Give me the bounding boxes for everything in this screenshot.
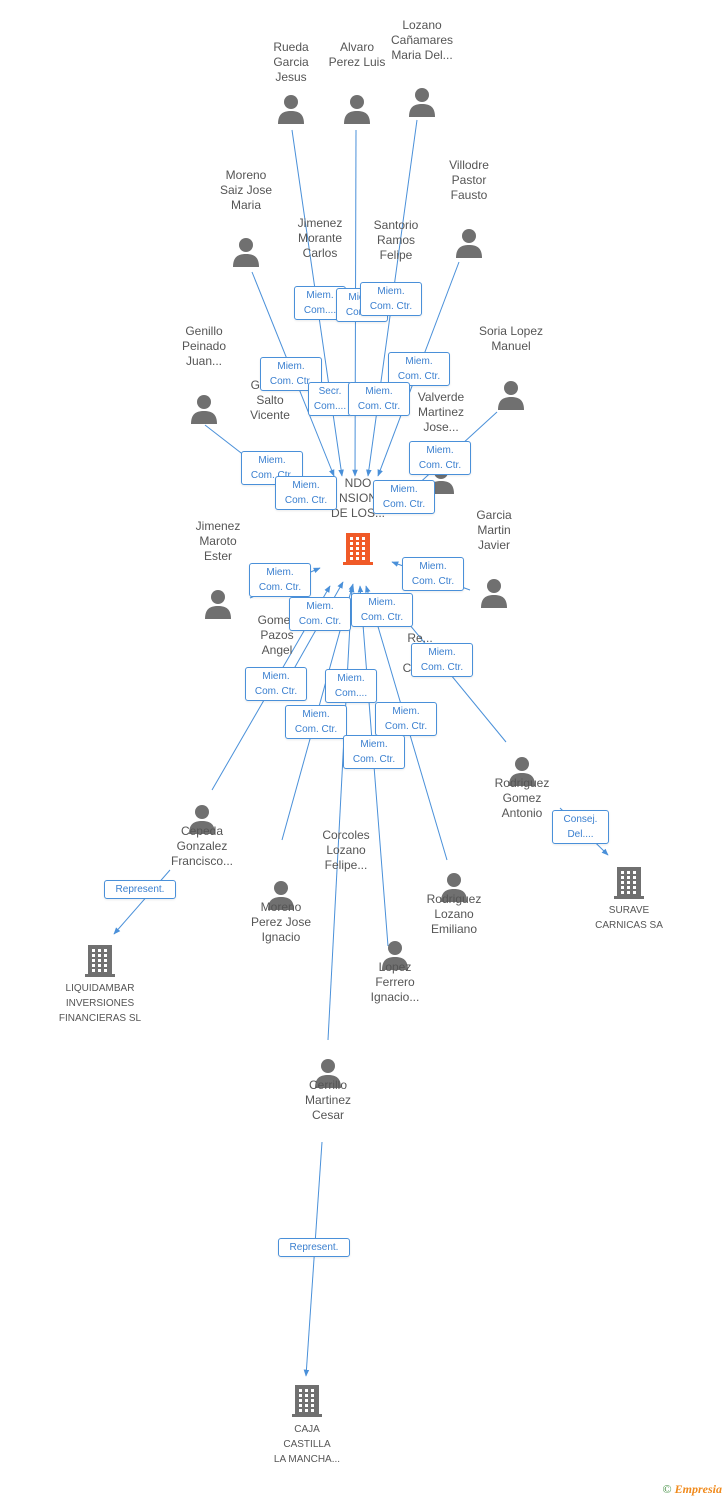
person-name: Jimenez Morante Carlos <box>297 216 343 260</box>
company-building-icon[interactable] <box>614 865 644 904</box>
person-icon[interactable] <box>440 872 468 907</box>
person-name: Corcoles Lozano Felipe... <box>322 828 370 872</box>
person-label[interactable]: Rueda Garcia Jesus <box>236 40 346 85</box>
role-badge-miembro[interactable]: Miem. Com. Ctr. <box>241 451 303 485</box>
person-name: Jimenez Maroto Ester <box>195 519 241 563</box>
person-icon[interactable] <box>188 804 216 839</box>
person-label[interactable]: Santorio Ramos Felipe <box>341 218 451 263</box>
person-label[interactable]: Rodriguez Gomez Antonio <box>467 776 577 821</box>
role-badge-miembro[interactable]: Miem. Com. Ctr. <box>348 382 410 416</box>
person-icon[interactable] <box>455 228 483 263</box>
person-label[interactable]: Lozano Cañamares Maria Del... <box>367 18 477 63</box>
person-label[interactable]: Soria Lopez Manuel <box>456 324 566 354</box>
person-name: Rueda Garcia Jesus <box>273 40 309 84</box>
role-badge-miembro[interactable]: Miem. Com. Ctr. <box>351 593 413 627</box>
person-name: Genillo Peinado Juan... <box>181 324 227 368</box>
role-badge-miembro[interactable]: Miem. Com. Ctr. <box>289 597 351 631</box>
person-icon[interactable] <box>232 237 260 272</box>
brand-name: Empresia <box>674 1482 722 1496</box>
role-badge-miembro[interactable]: Miem. Com. Ctr. <box>249 563 311 597</box>
company-label-liquidambar[interactable]: LIQUIDAMBAR INVERSIONES FINANCIERAS SL <box>40 981 160 1026</box>
person-name: Rodriguez Lozano Emiliano <box>426 892 482 936</box>
person-name: Moreno Saiz Jose Maria <box>219 168 273 212</box>
edge-line <box>303 1141 323 1377</box>
person-label[interactable]: Villodre Pastor Fausto <box>414 158 524 203</box>
person-name: Moreno Perez Jose Ignacio <box>250 900 312 944</box>
center-company-icon[interactable] <box>343 531 373 570</box>
company-label-surave[interactable]: SURAVE CARNICAS SA <box>569 903 689 933</box>
person-label[interactable]: Genillo Peinado Juan... <box>149 324 259 369</box>
person-label[interactable]: Valverde Martinez Jose... <box>386 390 496 435</box>
person-name: Villodre Pastor Fausto <box>449 158 489 202</box>
person-label[interactable]: Rodriguez Lozano Emiliano <box>399 892 509 937</box>
person-icon[interactable] <box>381 940 409 975</box>
person-icon[interactable] <box>508 756 536 791</box>
person-icon[interactable] <box>190 394 218 429</box>
role-badge-miembro[interactable]: Miem. Com. Ctr. <box>245 667 307 701</box>
company-name: CAJA CASTILLA LA MANCHA... <box>273 1424 341 1465</box>
person-name: Lopez Ferrero Ignacio... <box>370 960 420 1004</box>
company-name: LIQUIDAMBAR INVERSIONES FINANCIERAS SL <box>58 983 142 1024</box>
person-name: Cepeda Gonzalez Francisco... <box>170 824 233 868</box>
role-badge-miembro[interactable]: Miem. Com. Ctr. <box>375 702 437 736</box>
company-name: SURAVE CARNICAS SA <box>595 905 663 931</box>
role-badge-miembro[interactable]: Miem. Com. Ctr. <box>285 705 347 739</box>
person-name: Valverde Martinez Jose... <box>417 390 465 434</box>
person-label[interactable]: Cerrillo Martinez Cesar <box>273 1078 383 1123</box>
person-icon[interactable] <box>314 1058 342 1093</box>
person-name: Lozano Cañamares Maria Del... <box>390 18 454 62</box>
person-icon[interactable] <box>277 94 305 129</box>
person-icon[interactable] <box>267 880 295 915</box>
person-name: Cerrillo Martinez Cesar <box>304 1078 351 1122</box>
copyright-symbol: © <box>662 1482 672 1496</box>
person-icon[interactable] <box>408 87 436 122</box>
person-label[interactable]: Cepeda Gonzalez Francisco... <box>147 824 257 869</box>
role-badge-miembro[interactable]: Miem. Com. Ctr. <box>275 476 337 510</box>
person-label[interactable]: Gomez Pazos Angel <box>222 613 332 658</box>
company-building-icon[interactable] <box>85 943 115 982</box>
person-name: Gomez Pazos Angel <box>257 613 297 657</box>
company-label-caja[interactable]: CAJA CASTILLA LA MANCHA... <box>247 1422 367 1467</box>
person-label[interactable]: Moreno Saiz Jose Maria <box>191 168 301 213</box>
person-name: Alvaro Perez Luis <box>328 40 386 69</box>
person-label[interactable]: Garcia Martin Javier <box>439 508 549 553</box>
role-badge-miembro[interactable]: Miem. Com. Ctr. <box>409 441 471 475</box>
person-name: Santorio Ramos Felipe <box>373 218 419 262</box>
role-badge-miembro[interactable]: Miem. Com. Ctr. <box>402 557 464 591</box>
role-badge-miembro[interactable]: Miem. Com.... <box>325 669 377 703</box>
empresia-logo: © Empresia <box>663 1482 722 1497</box>
role-badge-miembro[interactable]: Miem. Com. Ctr. <box>388 352 450 386</box>
person-icon[interactable] <box>480 578 508 613</box>
role-badge-consejero[interactable]: Consej. Del.... <box>552 810 609 844</box>
person-label[interactable]: Alvaro Perez Luis <box>302 40 412 70</box>
person-label[interactable]: Jimenez Morante Carlos <box>265 216 375 261</box>
role-badge-miembro[interactable]: Miem. Com. Ctr. <box>343 735 405 769</box>
role-badge-secretario[interactable]: Secr. Com.... <box>308 382 352 416</box>
role-badge-miembro[interactable]: Miem. Com. Ctr. <box>411 643 473 677</box>
person-name: Garcia Martin Javier <box>476 508 512 552</box>
role-badge-miembro[interactable]: Miem. Com. Ctr. <box>360 282 422 316</box>
role-badge-represent[interactable]: Represent. <box>104 880 176 899</box>
person-label[interactable]: Lopez Ferrero Ignacio... <box>340 960 450 1005</box>
role-badge-represent[interactable]: Represent. <box>278 1238 350 1257</box>
person-name: Soria Lopez Manuel <box>478 324 544 353</box>
edge-line <box>399 612 507 743</box>
edge-line <box>327 585 355 1041</box>
role-badge-miembro[interactable]: Miem. Com. Ctr. <box>373 480 435 514</box>
person-label[interactable]: Jimenez Maroto Ester <box>163 519 273 564</box>
person-icon[interactable] <box>343 94 371 129</box>
company-building-icon[interactable] <box>292 1383 322 1422</box>
person-icon[interactable] <box>204 589 232 624</box>
person-name: Rodriguez Gomez Antonio <box>494 776 550 820</box>
person-label[interactable]: Corcoles Lozano Felipe... <box>291 828 401 873</box>
person-icon[interactable] <box>497 380 525 415</box>
person-label[interactable]: Moreno Perez Jose Ignacio <box>226 900 336 945</box>
